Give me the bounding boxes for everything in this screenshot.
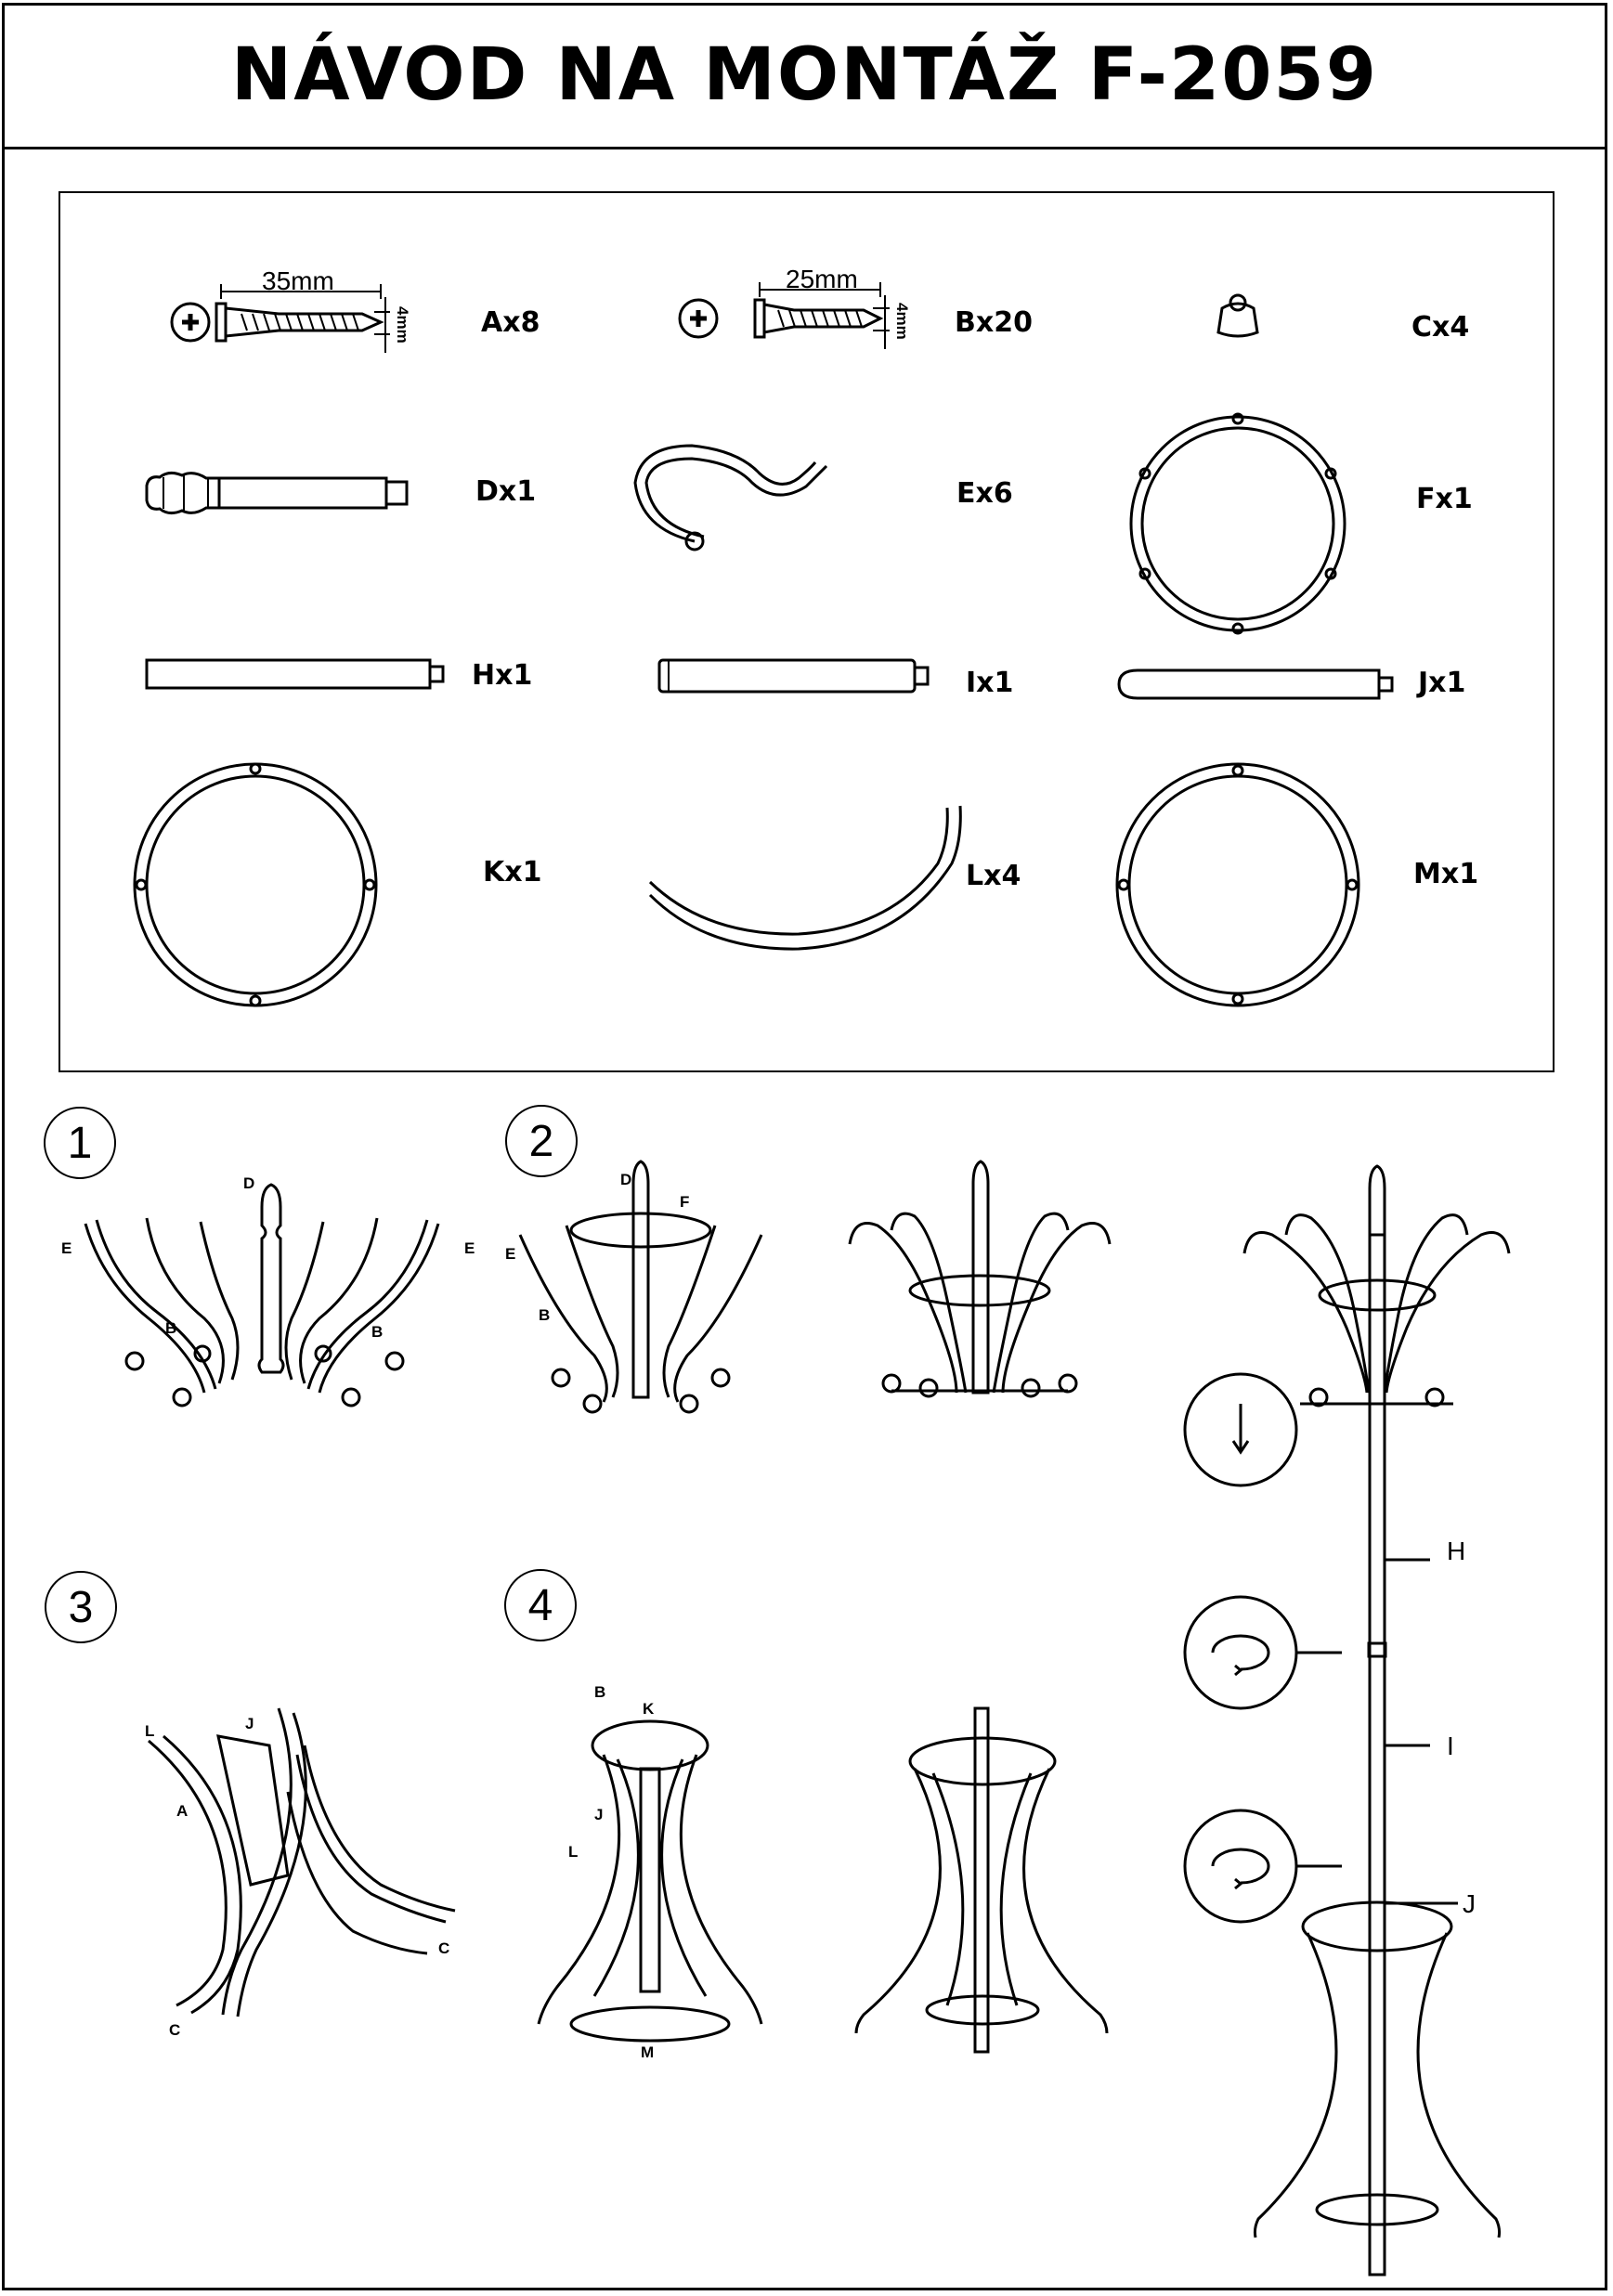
- step-2-label-f: F: [680, 1193, 689, 1211]
- step-2-label-e: E: [505, 1245, 515, 1263]
- part-m-ring: [1115, 762, 1360, 1007]
- step-1-label-b: B: [165, 1319, 176, 1337]
- step-4-label-k: K: [643, 1700, 655, 1718]
- step-4-diagram: [537, 1719, 763, 2043]
- part-j-tube: [1117, 668, 1394, 700]
- part-k-label: Kx1: [483, 856, 542, 889]
- part-f-label: Fx1: [1416, 483, 1473, 515]
- part-h-label: Hx1: [472, 659, 533, 692]
- part-m-label: Mx1: [1413, 858, 1479, 890]
- part-i-label: Ix1: [966, 667, 1014, 699]
- part-f-ring: [1129, 412, 1346, 635]
- step-2-label-b: B: [539, 1306, 550, 1324]
- part-b-screw: [678, 282, 890, 349]
- step-4-label-m: M: [641, 2043, 654, 2061]
- step-1-number: 1: [44, 1107, 116, 1179]
- final-assembly: [1183, 1164, 1511, 2277]
- part-b-dia: 4mm: [893, 303, 911, 340]
- step-3-label-a: A: [176, 1802, 188, 1820]
- page-frame: [2, 3, 1607, 2290]
- step-2-number: 2: [505, 1105, 578, 1177]
- part-c-label: Cx4: [1411, 311, 1470, 344]
- part-j-label: Jx1: [1418, 667, 1466, 699]
- step-3-number: 3: [45, 1571, 117, 1643]
- part-l-leg: [648, 805, 962, 951]
- step-3-label-c2: C: [438, 1939, 449, 1957]
- step-1-label-e: E: [61, 1239, 72, 1257]
- step-1-label-e2: E: [464, 1239, 475, 1257]
- part-a-screw: [170, 284, 390, 353]
- step-4-label-j: J: [594, 1806, 603, 1823]
- part-d-post: [145, 471, 409, 515]
- part-c-foot: [1216, 293, 1259, 338]
- part-a-length: 35mm: [262, 266, 334, 295]
- part-b-length: 25mm: [786, 265, 858, 293]
- step-3-diagram: [148, 1707, 456, 2017]
- step-1-label-b2: B: [371, 1323, 383, 1341]
- step-2-diagram: [518, 1160, 763, 1414]
- part-d-label: Dx1: [475, 475, 537, 508]
- part-a-label: Ax8: [481, 306, 540, 339]
- step-4-label-b: B: [594, 1683, 605, 1701]
- part-b-label: Bx20: [955, 306, 1033, 339]
- part-a-dia: 4mm: [394, 306, 411, 344]
- final-label-h: H: [1447, 1537, 1465, 1565]
- part-k-ring: [133, 762, 378, 1007]
- part-e-hook: [633, 444, 828, 551]
- title-bar: NÁVOD NA MONTÁŽ F-2059: [2, 3, 1607, 149]
- part-h-tube: [145, 658, 445, 690]
- step-3-label-l: L: [145, 1722, 154, 1740]
- step-1-label-d: D: [243, 1174, 254, 1192]
- step-4-number: 4: [504, 1569, 577, 1641]
- parts-list-box: [59, 191, 1554, 1072]
- step-3-label-j: J: [245, 1715, 254, 1732]
- page-title: NÁVOD NA MONTÁŽ F-2059: [230, 32, 1379, 117]
- final-label-i: I: [1447, 1732, 1454, 1760]
- step-4-result: [854, 1706, 1109, 2054]
- part-l-label: Lx4: [966, 860, 1021, 892]
- step-2-label-d: D: [620, 1171, 631, 1188]
- step-2-result: [848, 1160, 1112, 1398]
- part-i-tube: [657, 658, 930, 694]
- final-label-j: J: [1463, 1889, 1476, 1918]
- part-e-label: Ex6: [956, 477, 1013, 510]
- step-4-label-l: L: [568, 1843, 578, 1861]
- step-3-label-c: C: [169, 2021, 180, 2039]
- step-1-diagram: [84, 1183, 440, 1407]
